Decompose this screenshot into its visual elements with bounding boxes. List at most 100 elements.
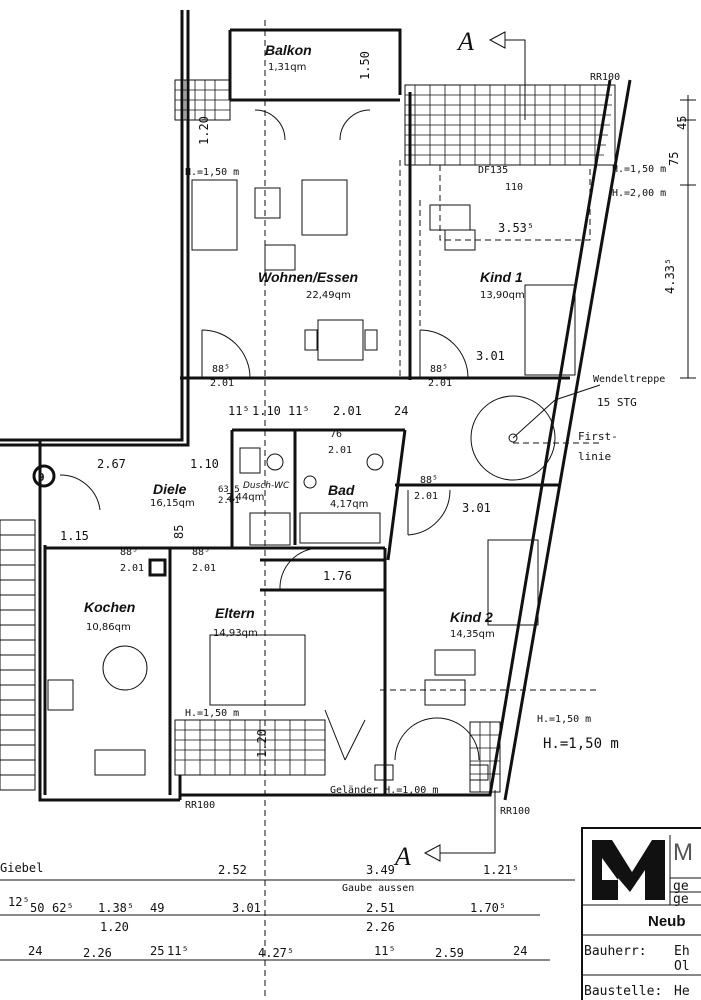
sill-height-kind1: H.=1,50 m bbox=[612, 164, 666, 175]
room-eltern-area: 14,93qm bbox=[213, 628, 258, 639]
room-dusche-name: Dusch-WC bbox=[243, 481, 290, 491]
dim-balkon-150: 1.50 bbox=[358, 51, 372, 80]
bottom-gaube-aussen: Gaube aussen bbox=[342, 883, 414, 894]
rr100-bottom-right: RR100 bbox=[500, 806, 530, 817]
section-mark-bottom: A bbox=[393, 842, 411, 871]
room-kind2-name: Kind 2 bbox=[450, 609, 493, 625]
room-diele-name: Diele bbox=[153, 481, 187, 497]
sill-height-eltern: H.=1,50 m bbox=[185, 708, 239, 719]
bottom-row3-e: 4.27⁵ bbox=[258, 946, 294, 960]
dim-row-115-b: 11⁵ bbox=[288, 404, 310, 418]
dim-row-115-a: 11⁵ bbox=[228, 404, 250, 418]
stair-left bbox=[0, 519, 36, 791]
section-marker-bottom bbox=[423, 790, 496, 862]
dim-door-201-c: 2.01 bbox=[120, 563, 144, 574]
bottom-row2-i: 1.20 bbox=[100, 920, 129, 934]
room-eltern-name: Eltern bbox=[215, 605, 255, 621]
door-swings bbox=[59, 109, 480, 761]
bottom-row3-f: 11⁵ bbox=[374, 944, 396, 958]
dim-door-201-g: 2.01 bbox=[218, 496, 240, 506]
room-kochen-area: 10,86qm bbox=[86, 622, 131, 633]
dim-door-201-f: 2.01 bbox=[328, 445, 352, 456]
bottom-row2-a: 12⁵ bbox=[8, 895, 30, 909]
dim-door-885-a: 88⁵ bbox=[212, 364, 230, 375]
dim-door-201-a: 2.01 bbox=[210, 378, 234, 389]
structural-column bbox=[148, 558, 489, 781]
room-kind2-area: 14,35qm bbox=[450, 629, 495, 640]
bottom-giebel: Giebel bbox=[0, 861, 43, 875]
room-wohnen-name: Wohnen/Essen bbox=[258, 269, 358, 285]
dim-door-885-e: 88⁵ bbox=[420, 475, 438, 486]
bottom-row3-c: 25 bbox=[150, 944, 164, 958]
ridge-line-1: First- bbox=[578, 430, 618, 443]
level-number: 9 bbox=[38, 471, 45, 484]
dim-door-635: 63.5 bbox=[218, 485, 240, 495]
sill-height-kind2: H.=1,50 m bbox=[537, 714, 591, 725]
room-balkon-area: 1,31qm bbox=[268, 62, 306, 73]
dim-diele-85: 85 bbox=[172, 525, 186, 539]
dormer-label: DF135 bbox=[478, 165, 508, 176]
dim-kind1-353: 3.53⁵ bbox=[498, 221, 534, 235]
room-kind1-name: Kind 1 bbox=[480, 269, 523, 285]
bottom-row2-h: 1.70⁵ bbox=[470, 901, 506, 915]
dim-eltern-120: 1.20 bbox=[255, 729, 269, 758]
title-block-bauherr-label: Bauherr: bbox=[584, 944, 647, 959]
spiral-staircase bbox=[470, 384, 601, 481]
bottom-row3-d: 11⁵ bbox=[167, 944, 189, 958]
title-block-neubau: Neub bbox=[648, 913, 686, 930]
dim-door-76: 76 bbox=[330, 429, 342, 440]
roof-hatching bbox=[174, 79, 616, 793]
dormer-width: 110 bbox=[505, 182, 523, 193]
title-block-ge-2: ge bbox=[673, 892, 689, 907]
bottom-dimension-lines bbox=[0, 879, 575, 961]
dim-door-885-d: 88⁵ bbox=[192, 547, 210, 558]
dim-door-885-b: 88⁵ bbox=[430, 364, 448, 375]
bottom-row1-d1: 2.52 bbox=[218, 863, 247, 877]
room-wohnen-area: 22,49qm bbox=[306, 290, 351, 301]
dim-door-885-c: 88⁵ bbox=[120, 547, 138, 558]
bottom-row1-d3: 1.21⁵ bbox=[483, 863, 519, 877]
dim-door-201-b: 2.01 bbox=[428, 378, 452, 389]
dim-kochen-115: 1.15 bbox=[60, 529, 89, 543]
bottom-row3-g: 2.59 bbox=[435, 946, 464, 960]
stair-name: Wendeltreppe bbox=[593, 374, 665, 385]
room-diele-area: 16,15qm bbox=[150, 498, 195, 509]
dim-balkon-120: 1.20 bbox=[197, 116, 211, 145]
ridge-line-2: linie bbox=[578, 450, 611, 463]
sill-height-large: H.=1,50 m bbox=[543, 736, 619, 752]
dim-kind2-301: 3.01 bbox=[462, 501, 491, 515]
dim-right-75: 75 bbox=[667, 152, 681, 166]
title-block-ge-1: ge bbox=[673, 879, 689, 894]
room-kind1-area: 13,90qm bbox=[480, 290, 525, 301]
bottom-row2-d: 1.38⁵ bbox=[98, 901, 134, 915]
dim-row-201: 2.01 bbox=[333, 404, 362, 418]
dim-right-433: 4.33⁵ bbox=[663, 258, 677, 294]
title-block-bauherr-1: Eh bbox=[674, 944, 690, 959]
room-kochen-name: Kochen bbox=[84, 599, 135, 615]
dim-row-24: 24 bbox=[394, 404, 408, 418]
dim-diele-110: 1.10 bbox=[190, 457, 219, 471]
title-block-baustelle-value: He bbox=[674, 984, 690, 999]
dim-diele-267: 2.67 bbox=[97, 457, 126, 471]
bottom-row2-j: 2.26 bbox=[366, 920, 395, 934]
bottom-row2-e: 49 bbox=[150, 901, 164, 915]
room-balkon-name: Balkon bbox=[265, 42, 312, 58]
bottom-row3-h: 24 bbox=[513, 944, 527, 958]
bottom-row2-g: 2.51 bbox=[366, 901, 395, 915]
bottom-row2-b: 50 bbox=[30, 901, 44, 915]
dim-bad-176: 1.76 bbox=[323, 569, 352, 583]
sill-height-200: H.=2,00 m bbox=[612, 188, 666, 199]
section-marker-top bbox=[488, 31, 526, 120]
stair-steps: 15 STG bbox=[597, 396, 637, 409]
exterior-walls bbox=[0, 10, 632, 802]
bottom-row1-d2: 3.49 bbox=[366, 863, 395, 877]
bottom-row3-b: 2.26 bbox=[83, 946, 112, 960]
right-dimension-line bbox=[680, 95, 696, 379]
dim-row-110: 1.10 bbox=[252, 404, 281, 418]
dim-right-45: 45 bbox=[675, 116, 689, 130]
rr100-top: RR100 bbox=[590, 72, 620, 83]
title-block: M ge ge Neub Bauherr: Eh Ol Baustelle: H… bbox=[581, 827, 701, 1000]
bottom-row3-a: 24 bbox=[28, 944, 42, 958]
dim-door-201-e: 2.01 bbox=[414, 491, 438, 502]
